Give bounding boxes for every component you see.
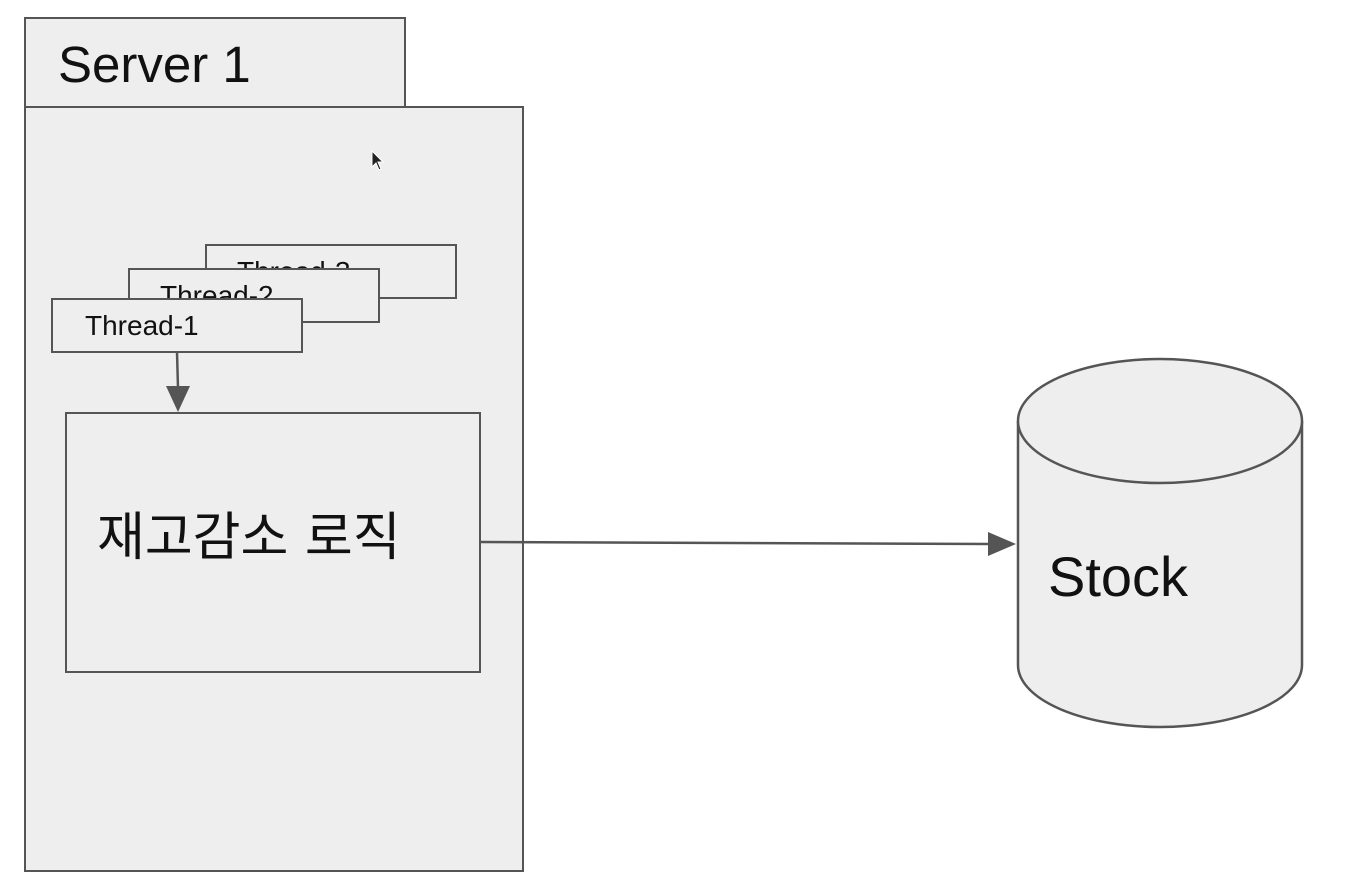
thread-label-1: Thread-1 <box>85 310 199 341</box>
stock-decrease-logic-box: 재고감소 로직 <box>65 412 481 673</box>
server-title: Server 1 <box>58 36 251 93</box>
stock-database-label: Stock <box>1048 545 1189 608</box>
server-tab: Server 1 <box>24 17 406 109</box>
stock-decrease-logic-label: 재고감소 로직 <box>97 508 401 568</box>
stock-database-cylinder <box>1016 357 1304 729</box>
mouse-pointer-icon <box>371 150 384 171</box>
logic-to-stock-arrow <box>480 532 1016 556</box>
thread-to-logic-arrow <box>166 351 190 412</box>
